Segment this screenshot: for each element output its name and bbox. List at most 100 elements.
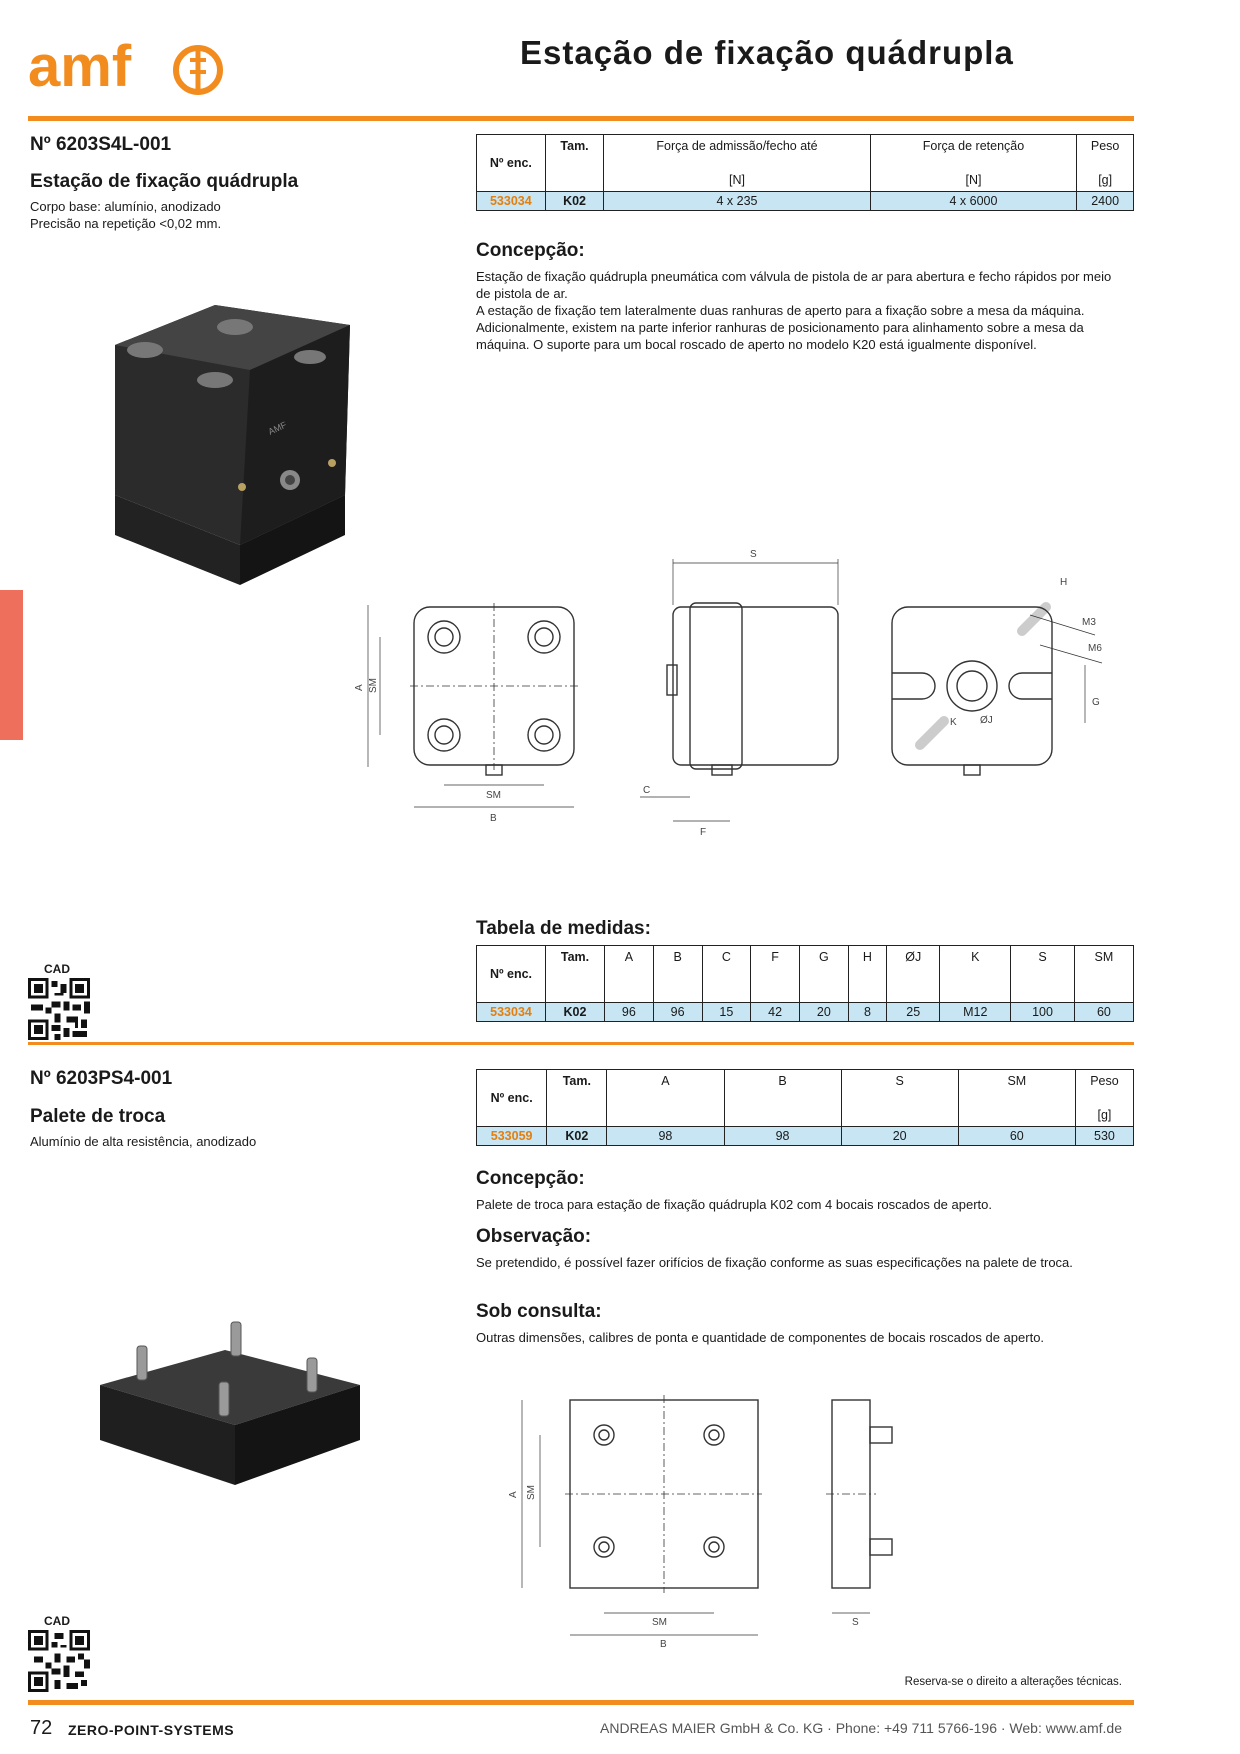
- product1-article-number: Nº 6203S4L-001: [30, 134, 172, 155]
- footer-company: ANDREAS MAIER GmbH & Co. KG · Phone: +49…: [600, 1720, 1122, 1736]
- dimension-table: Nº enc. Tam. A B C F G H ØJ K S SM 53303…: [476, 945, 1135, 1022]
- product1-concept-text: Estação de fixação quádrupla pneumática …: [476, 269, 1112, 352]
- product2-cad-qr-code[interactable]: [28, 1630, 90, 1692]
- dims-col-k: K: [939, 945, 1012, 1003]
- dims-col-g: G: [799, 945, 849, 1003]
- table-row: 533034 K02 96 96 15 42 20 8 25 M12 100 6…: [476, 1002, 1135, 1022]
- product1-cad-qr-code[interactable]: [28, 978, 90, 1040]
- product1-photo: AMF: [115, 305, 350, 585]
- label-f: F: [700, 827, 706, 838]
- p2-label-s: S: [852, 1617, 859, 1628]
- product2-desc-1: Alumínio de alta resistência, anodizado: [30, 1134, 257, 1149]
- col-hold: Força de retenção: [922, 139, 1025, 153]
- product2-observation-text: Se pretendido, é possível fazer orifício…: [476, 1255, 1073, 1270]
- footer-divider: [28, 1700, 1134, 1705]
- dims-cell-sm: 60: [1073, 1002, 1135, 1022]
- col-size: Tam.: [544, 134, 605, 192]
- dims-cell-a: 96: [604, 1002, 654, 1022]
- page-number: 72: [30, 1717, 53, 1739]
- p2-cell-sm: 60: [957, 1126, 1076, 1146]
- product2-concept-text: Palete de troca para estação de fixação …: [476, 1197, 992, 1212]
- product2-request-heading: Sob consulta:: [476, 1301, 602, 1322]
- label-j: ØJ: [980, 715, 993, 726]
- footer-section: ZERO-POINT-SYSTEMS: [68, 1722, 235, 1738]
- product2-concept-heading: Concepção:: [476, 1168, 585, 1189]
- label-m3: M3: [1082, 617, 1096, 628]
- dims-cell-c: 15: [701, 1002, 752, 1022]
- page-title: Estação de fixação quádrupla: [520, 34, 1014, 71]
- product1-name: Estação de fixação quádrupla: [30, 171, 299, 192]
- col-force-unit: [N]: [729, 173, 745, 187]
- amf-logo-graphic: amf: [28, 34, 223, 99]
- p2-col-order-no: Nº enc.: [475, 1069, 548, 1127]
- p2-col-a: A: [606, 1069, 725, 1127]
- label-sm: SM: [368, 678, 379, 693]
- dims-heading: Tabela de medidas:: [476, 918, 651, 939]
- product1-desc-1: Corpo base: alumínio, anodizado: [30, 199, 221, 214]
- cell-size: K02: [544, 191, 605, 211]
- product1-technical-drawing: A SM SM B S C F H M3 M6 G K ØJ: [354, 549, 1102, 838]
- p2-col-weight-unit: [g]: [1097, 1108, 1112, 1122]
- product1-desc-2: Precisão na repetição <0,02 mm.: [30, 216, 222, 231]
- dims-col-h: H: [847, 945, 888, 1003]
- amf-logo: amf: [28, 34, 223, 99]
- p2-label-a: A: [508, 1491, 519, 1498]
- p2-label-sm: SM: [526, 1485, 537, 1500]
- label-s: S: [750, 549, 757, 560]
- dims-col-j: ØJ: [886, 945, 941, 1003]
- label-g: G: [1092, 697, 1100, 708]
- dims-cell-s: 100: [1010, 1002, 1075, 1022]
- dims-cell-h: 8: [847, 1002, 888, 1022]
- p2-col-size: Tam.: [546, 1069, 608, 1127]
- p2-col-s: S: [840, 1069, 959, 1127]
- product1-spec-table: Nº enc. Tam. Força de admissão/fecho até…: [476, 134, 1134, 211]
- product2-name: Palete de troca: [30, 1106, 166, 1127]
- dims-col-size: Tam.: [545, 945, 605, 1003]
- p2-col-sm: SM: [957, 1069, 1076, 1127]
- cell-force: 4 x 235: [603, 191, 871, 211]
- p2-cell-s: 20: [840, 1126, 959, 1146]
- label-c: C: [643, 785, 650, 796]
- p2-label-sm-b: SM: [652, 1617, 667, 1628]
- cell-weight: 2400: [1076, 191, 1134, 211]
- logo-text: amf: [28, 34, 132, 99]
- section-divider: [28, 1042, 1134, 1045]
- header-divider: [28, 116, 1134, 121]
- table-row: 533034 K02 4 x 235 4 x 6000 2400: [476, 191, 1134, 211]
- product2-technical-drawing: A SM SM B S: [508, 1395, 893, 1650]
- technical-changes-note: Reserva-se o direito a alterações técnic…: [904, 1676, 1122, 1688]
- p2-cell-order-no: 533059: [475, 1126, 548, 1146]
- dims-cell-f: 42: [750, 1002, 800, 1022]
- dims-col-b: B: [652, 945, 703, 1003]
- dims-col-s: S: [1010, 945, 1075, 1003]
- dims-col-c: C: [701, 945, 752, 1003]
- cell-order-no: 533034: [476, 191, 546, 211]
- dims-col-f: F: [750, 945, 800, 1003]
- product1-concept-heading: Concepção:: [476, 240, 585, 261]
- col-force: Força de admissão/fecho até: [656, 139, 818, 153]
- product2-request-text: Outras dimensões, calibres de ponta e qu…: [476, 1330, 1045, 1345]
- p2-col-b: B: [723, 1069, 842, 1127]
- dims-col-order-no: Nº enc.: [476, 945, 546, 1003]
- table-row: 533059 K02 98 98 20 60 530: [475, 1126, 1135, 1146]
- p2-col-weight: Peso: [1090, 1074, 1119, 1088]
- label-sm-b: SM: [486, 790, 501, 801]
- p2-label-b: B: [660, 1639, 667, 1650]
- label-b: B: [490, 813, 497, 824]
- p2-cell-size: K02: [546, 1126, 608, 1146]
- product2-article-number: Nº 6203PS4-001: [30, 1068, 173, 1089]
- col-hold-unit: [N]: [965, 173, 982, 187]
- col-weight-unit: [g]: [1098, 173, 1113, 187]
- cell-hold: 4 x 6000: [869, 191, 1078, 211]
- p2-cell-weight: 530: [1074, 1126, 1135, 1146]
- p2-cell-b: 98: [723, 1126, 842, 1146]
- product2-cad-label: CAD: [44, 1614, 70, 1628]
- dims-col-sm: SM: [1073, 945, 1135, 1003]
- dims-cell-j: 25: [886, 1002, 941, 1022]
- label-m6: M6: [1088, 643, 1102, 654]
- product1-cad-label: CAD: [44, 962, 70, 976]
- col-order-no: Nº enc.: [476, 134, 546, 192]
- dims-cell-size: K02: [545, 1002, 605, 1022]
- product2-photo: [100, 1321, 360, 1485]
- product2-spec-table: Nº enc. Tam. A B S SM Peso [g] 533059 K02…: [475, 1069, 1135, 1146]
